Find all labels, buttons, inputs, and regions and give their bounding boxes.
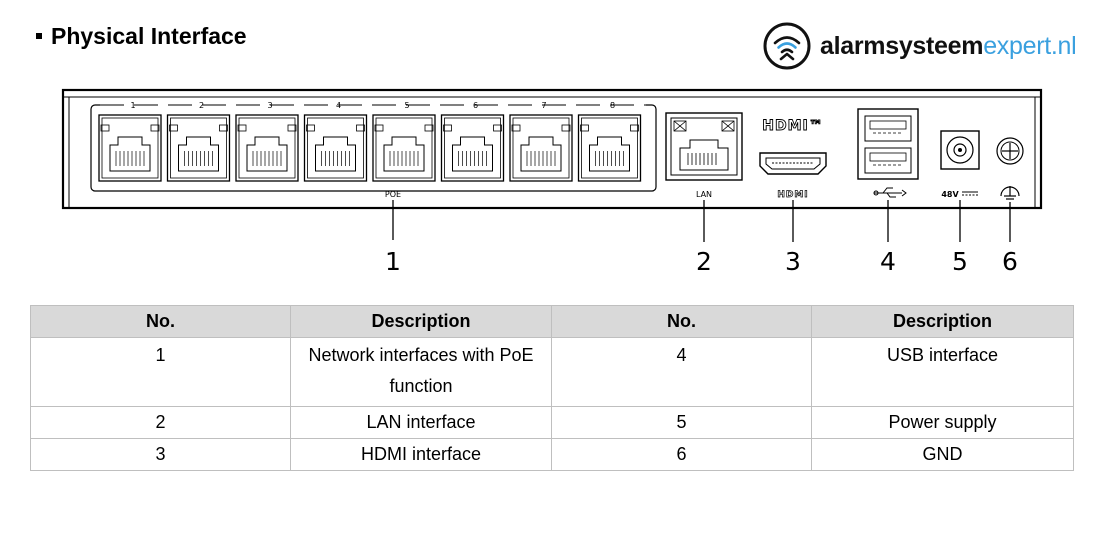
poe-port-number: 5 (404, 101, 409, 110)
cell-description: HDMI interface (290, 438, 552, 471)
callout-number-2: 2 (696, 247, 712, 276)
poe-port (577, 114, 642, 182)
hdmi-port (759, 152, 827, 175)
dc-symbol-icon (962, 191, 978, 196)
poe-port (303, 114, 368, 182)
usb-symbol-icon (873, 187, 907, 198)
logo-wordmark: alarmsysteemexpert.nl (820, 31, 1077, 61)
poe-port-number: 1 (130, 101, 135, 110)
cell-no: 5 (551, 406, 812, 439)
callout-lines (392, 200, 1011, 242)
callout-number-5: 5 (952, 247, 968, 276)
callout-number-3: 3 (785, 247, 801, 276)
bullet-icon (36, 33, 42, 39)
ground-screw (996, 137, 1024, 165)
interface-table: No. Description No. Description 1 Networ… (30, 305, 1074, 471)
poe-port-group: 1 2 3 4 5 6 7 8 (98, 101, 642, 182)
cell-no: 4 (551, 337, 812, 407)
poe-port (440, 114, 505, 182)
cell-description: Network interfaces with PoE function (290, 337, 552, 407)
device-rear-panel: 1 2 3 4 5 6 7 8 POE LAN HDMI™ HDMI (61, 88, 1043, 210)
header-description-left: Description (290, 305, 552, 338)
section-heading: Physical Interface (36, 18, 247, 54)
table-header-row: No. Description No. Description (30, 305, 1074, 338)
callout-number-6: 6 (1002, 247, 1018, 276)
header-description-right: Description (811, 305, 1074, 338)
table-row: 1 Network interfaces with PoE function 4… (30, 337, 1074, 407)
poe-port (98, 114, 162, 182)
logo-wifi-house-icon (763, 22, 811, 70)
cell-no: 6 (551, 438, 812, 471)
table-row: 3 HDMI interface 6 GND (30, 438, 1074, 471)
poe-port (235, 114, 299, 182)
lan-port (665, 112, 743, 181)
callout-number-4: 4 (880, 247, 896, 276)
cell-description: Power supply (811, 406, 1074, 439)
logo-text-light: expert.nl (983, 31, 1077, 60)
header-no-right: No. (551, 305, 812, 338)
poe-port-number: 6 (473, 101, 478, 110)
usb-ports (857, 108, 919, 180)
poe-port-number: 7 (541, 101, 546, 110)
poe-port-number: 3 (267, 101, 272, 110)
poe-port (372, 114, 436, 182)
hdmi-label: HDMI (777, 190, 808, 200)
brand-logo: alarmsysteemexpert.nl (762, 20, 1077, 72)
callout-number-1: 1 (385, 247, 401, 276)
logo-text-bold: alarmsysteem (820, 31, 984, 60)
poe-label: POE (385, 190, 401, 199)
cell-no: 2 (30, 406, 291, 439)
power-label: 48V (941, 190, 959, 199)
poe-port (509, 114, 573, 182)
poe-port-number: 8 (610, 101, 615, 110)
cell-description: USB interface (811, 337, 1074, 407)
section-title: Physical Interface (51, 22, 247, 49)
cell-no: 3 (30, 438, 291, 471)
power-jack (940, 130, 980, 170)
ground-symbol-icon (1000, 186, 1020, 200)
cell-no: 1 (30, 337, 291, 407)
poe-port-number: 2 (199, 101, 204, 110)
hdmi-logo-label: HDMI™ (762, 118, 823, 134)
poe-port-number: 4 (336, 101, 341, 110)
poe-port (166, 114, 231, 182)
lan-label: LAN (696, 190, 712, 199)
table-row: 2 LAN interface 5 Power supply (30, 406, 1074, 439)
header-no-left: No. (30, 305, 291, 338)
cell-description: GND (811, 438, 1074, 471)
cell-description: LAN interface (290, 406, 552, 439)
